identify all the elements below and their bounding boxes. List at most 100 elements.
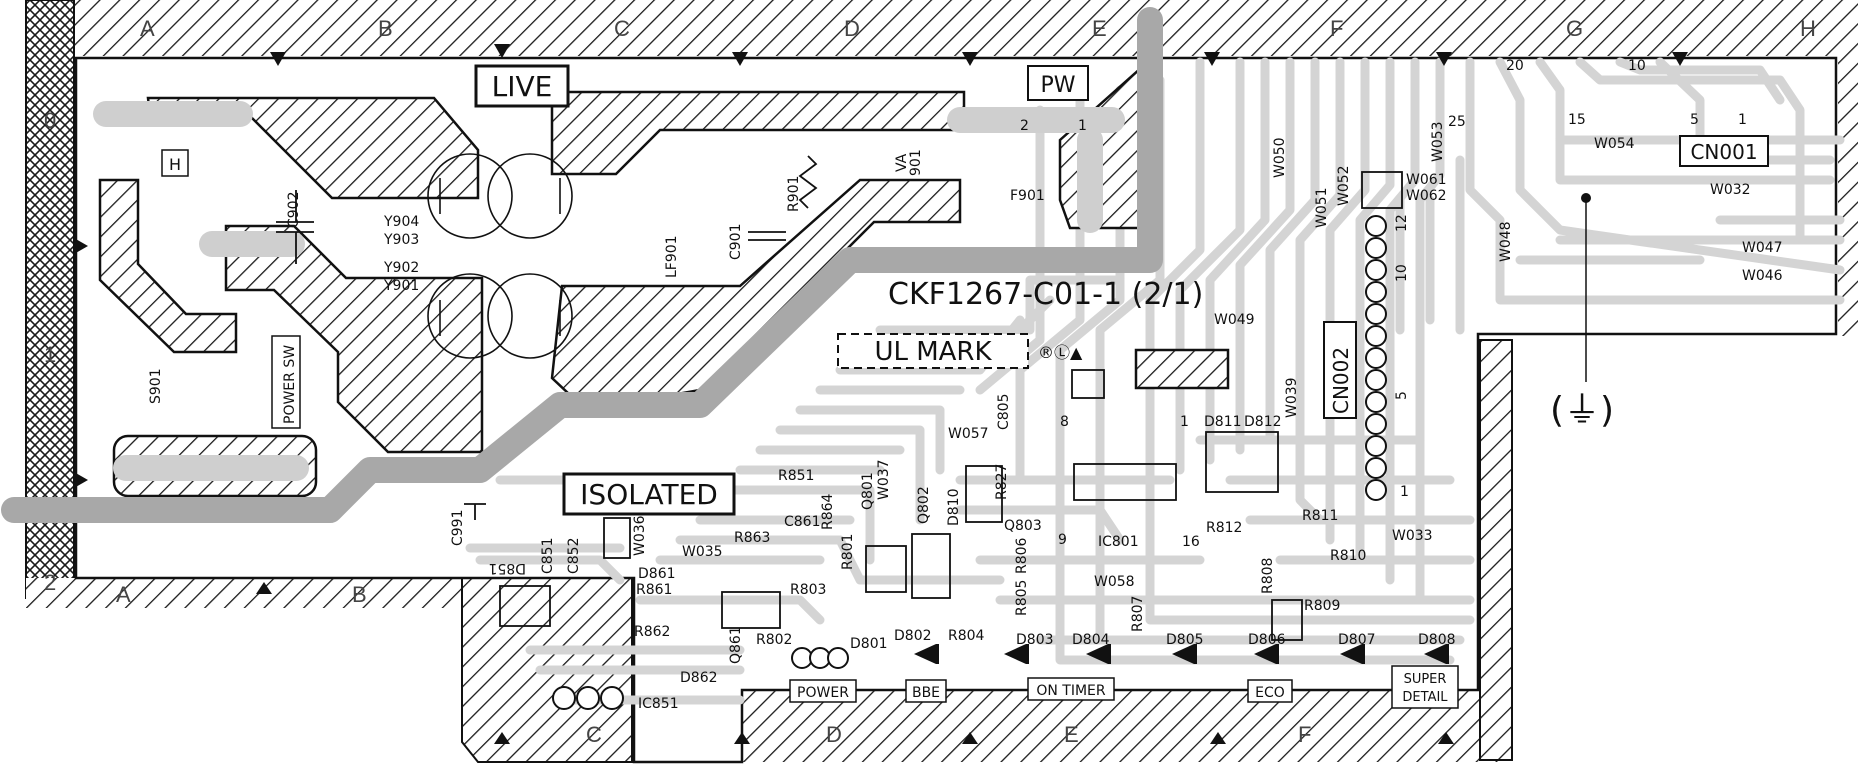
ref-r802: R802 xyxy=(756,632,792,648)
ref-w052: W052 xyxy=(1336,165,1352,206)
label-power-sw: POWER SW xyxy=(282,345,298,424)
ref-r804: R804 xyxy=(948,628,985,644)
ref-r803: R803 xyxy=(790,582,826,598)
label-on-timer: ON TIMER xyxy=(1036,683,1106,699)
grid-left-0: 0 xyxy=(44,108,56,133)
ref-c902: C902 xyxy=(286,192,302,229)
ref-w048: W048 xyxy=(1498,221,1514,262)
ref-pw-1: 1 xyxy=(1078,118,1087,134)
label-live: LIVE xyxy=(492,70,553,103)
grid-bottom-e: E xyxy=(1064,722,1079,747)
ref-pin-10: 10 xyxy=(1628,58,1646,74)
ref-pin-25: 25 xyxy=(1448,114,1466,130)
ref-lf901: LF901 xyxy=(664,235,680,278)
ref-r901: R901 xyxy=(786,176,802,212)
ref-y902: Y902 xyxy=(383,260,419,276)
grid-left-2: 2 xyxy=(44,570,56,595)
ref-q802: Q802 xyxy=(916,486,932,524)
ref-d808: D808 xyxy=(1418,632,1456,648)
label-bbe: BBE xyxy=(912,685,940,701)
label-detail: DETAIL xyxy=(1402,690,1448,705)
ref-c805: C805 xyxy=(996,394,1012,431)
component-outlines xyxy=(276,155,1403,641)
grid-top-c: C xyxy=(614,16,630,41)
ref-pw-2: 2 xyxy=(1020,118,1029,134)
boxed-labels: LIVE PW ISOLATED POWER SW CN001 CN002 H … xyxy=(161,64,1769,709)
ref-d804: D804 xyxy=(1072,632,1110,648)
ref-w050: W050 xyxy=(1272,137,1288,178)
label-pw: PW xyxy=(1040,73,1075,98)
grid-top-f: F xyxy=(1330,16,1343,41)
ref-r807: R807 xyxy=(1130,596,1146,632)
ref-d807: D807 xyxy=(1338,632,1376,648)
component-labels: C902 Y904 Y903 Y902 Y901 LF901 C901 R901… xyxy=(148,58,1783,712)
ref-w061: W061 xyxy=(1406,172,1447,188)
label-ul-mark: UL MARK xyxy=(874,337,992,367)
orientation-markers xyxy=(74,44,1688,744)
ref-w054: W054 xyxy=(1594,136,1635,152)
d801-led-pins xyxy=(791,647,849,669)
grid-left-1: 1 xyxy=(44,342,56,367)
ref-w039: W039 xyxy=(1284,377,1300,418)
ref-r805: R805 xyxy=(1014,580,1030,616)
ref-ic801: IC801 xyxy=(1098,534,1139,550)
ref-d805: D805 xyxy=(1166,632,1204,648)
ref-d862: D862 xyxy=(680,670,718,686)
grid-bottom-a: A xyxy=(116,582,131,607)
ref-w057: W057 xyxy=(948,426,989,442)
primary-pads xyxy=(93,101,1125,481)
ref-r851: R851 xyxy=(778,468,814,484)
grid-top-g: G xyxy=(1566,16,1583,41)
ref-c851: C851 xyxy=(540,538,556,575)
label-cn002: CN002 xyxy=(1329,347,1353,414)
ref-cn002-12: 12 xyxy=(1394,214,1410,232)
ref-va901-a: VA xyxy=(894,153,910,172)
label-isolated: ISOLATED xyxy=(580,478,718,511)
ref-r861: R861 xyxy=(636,582,672,598)
ref-c901: C901 xyxy=(728,224,744,261)
grid-bottom-b: B xyxy=(352,582,367,607)
grid-bottom-f: F xyxy=(1298,722,1311,747)
ref-w046: W046 xyxy=(1742,268,1783,284)
ref-w058: W058 xyxy=(1094,574,1135,590)
ref-f901: F901 xyxy=(1010,188,1045,204)
label-cn001: CN001 xyxy=(1690,140,1757,164)
ref-cn002-1: 1 xyxy=(1400,484,1409,500)
ref-w049: W049 xyxy=(1214,312,1255,328)
grid-top-d: D xyxy=(844,16,860,41)
ref-ic851: IC851 xyxy=(638,696,679,712)
ref-d861: D861 xyxy=(638,566,676,582)
label-eco: ECO xyxy=(1255,685,1285,701)
ref-cn002-10: 10 xyxy=(1394,264,1410,282)
ref-d851: D851 xyxy=(488,560,526,576)
label-power: POWER xyxy=(797,685,849,701)
ref-w062: W062 xyxy=(1406,188,1447,204)
ref-q861: Q861 xyxy=(728,626,744,664)
ref-d802: D802 xyxy=(894,628,932,644)
ref-y903: Y903 xyxy=(383,232,419,248)
ref-d803: D803 xyxy=(1016,632,1054,648)
ref-pin-15: 15 xyxy=(1568,112,1586,128)
ref-d801: D801 xyxy=(850,636,888,652)
ref-d806: D806 xyxy=(1248,632,1286,648)
ground-symbol: (⏚) xyxy=(1550,390,1614,431)
ref-c852: C852 xyxy=(566,538,582,575)
ref-w047: W047 xyxy=(1742,240,1783,256)
ref-d812: D812 xyxy=(1244,414,1282,430)
ref-cn002-5: 5 xyxy=(1394,391,1410,400)
ref-r810: R810 xyxy=(1330,548,1366,564)
ul-logo-icon: ®Ⓛ▲ xyxy=(1038,343,1083,362)
ref-r864: R864 xyxy=(820,493,836,530)
ref-r808: R808 xyxy=(1260,558,1276,594)
ref-pin-1: 1 xyxy=(1180,414,1189,430)
ref-r806: R806 xyxy=(1014,537,1030,574)
ref-pin-16: 16 xyxy=(1182,534,1200,550)
label-h: H xyxy=(169,155,181,174)
ref-r862: R862 xyxy=(634,624,670,640)
grid-top-a: A xyxy=(140,16,155,41)
ref-pin-5: 5 xyxy=(1690,112,1699,128)
diode-symbols xyxy=(914,644,1449,664)
ref-pin-9: 9 xyxy=(1058,532,1067,548)
line-filter-coils xyxy=(427,153,573,359)
